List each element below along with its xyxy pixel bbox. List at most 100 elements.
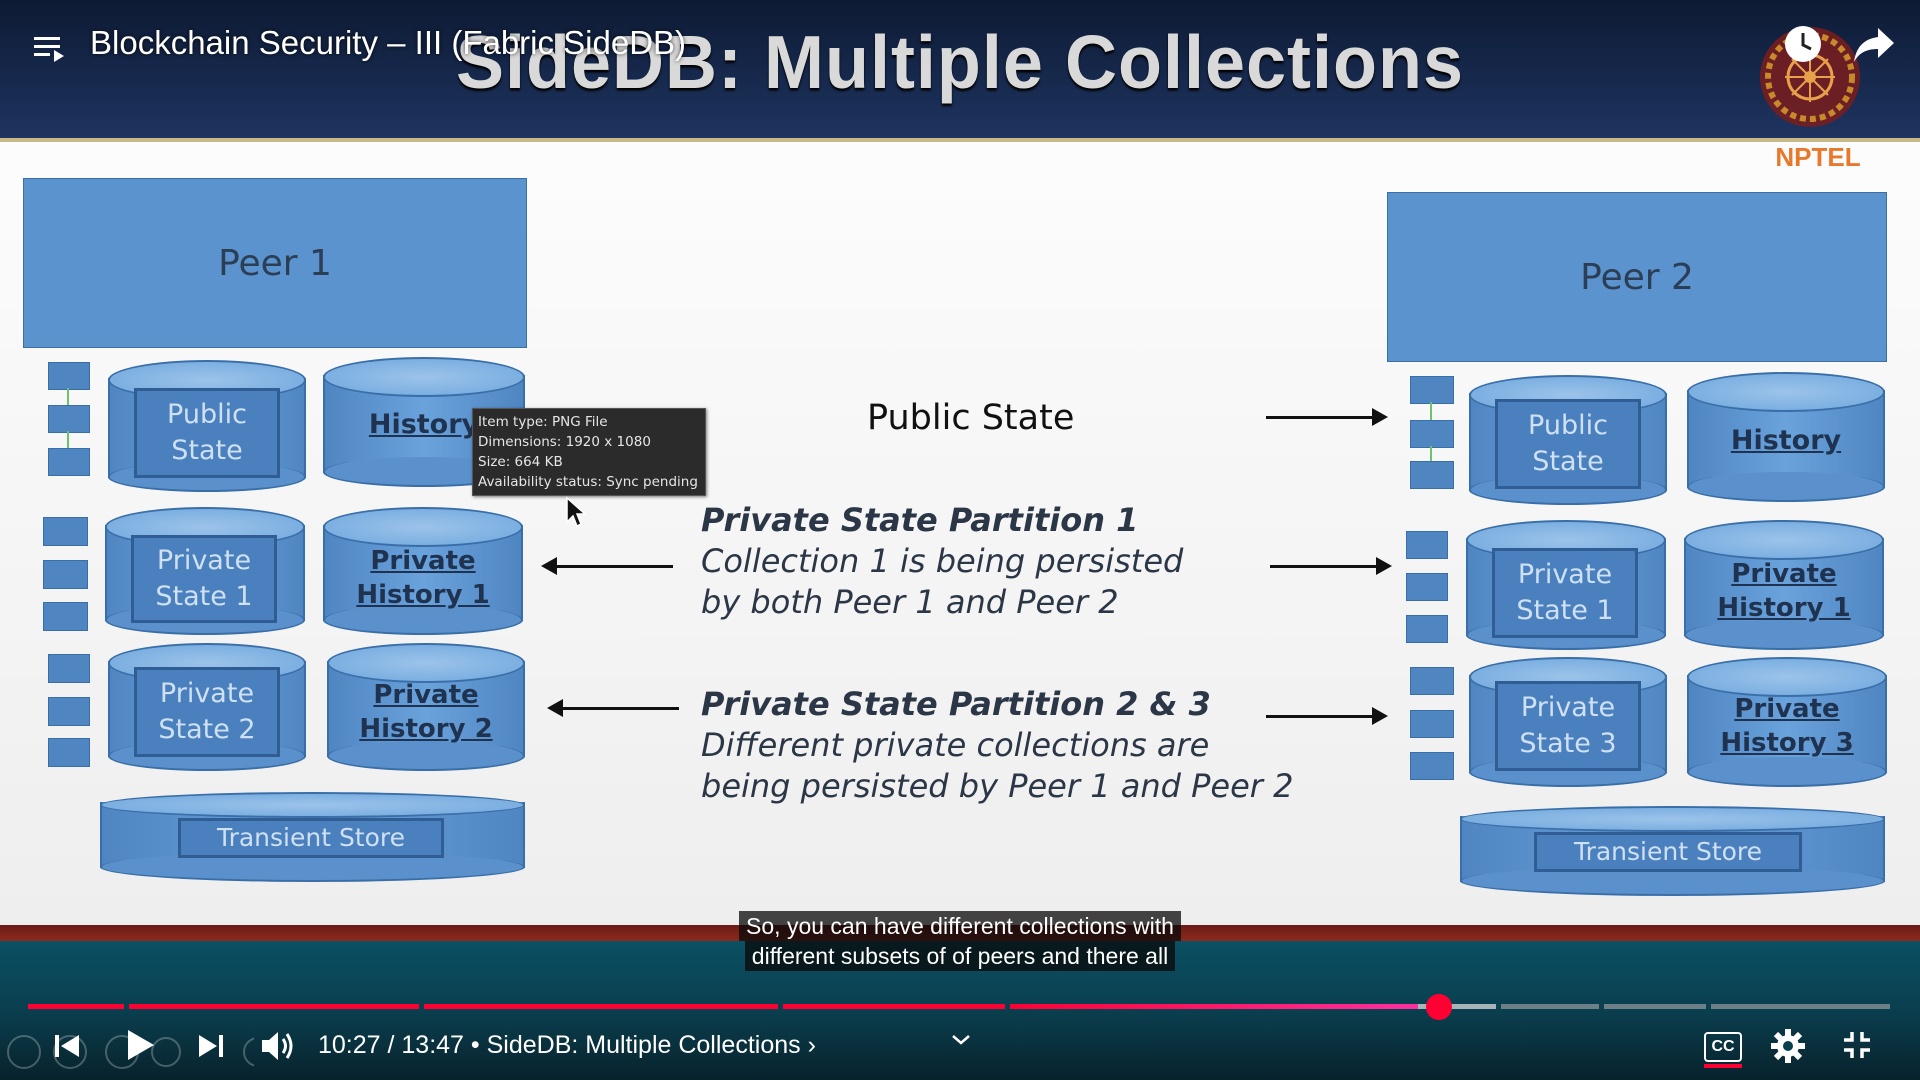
peer2-history-db: History [1687, 372, 1885, 502]
peer2-private-history-1-db: Private History 1 [1684, 520, 1884, 650]
public-state-caption: Public State [867, 398, 1075, 438]
peer1-private-state-2-db: Private State 2 [108, 643, 306, 771]
slide-frame: SideDB: Multiple Collections NPTEL Peer … [0, 0, 1920, 930]
volume-icon[interactable] [260, 1029, 296, 1063]
ledger-link [67, 431, 69, 448]
nptel-logo-label: NPTEL [1775, 142, 1861, 172]
chapter-segment[interactable] [783, 1004, 1005, 1009]
ledger-block [43, 517, 88, 546]
partition-23-heading: Private State Partition 2 & 3 [701, 685, 1211, 723]
ledger-block [48, 448, 90, 476]
peer1-transient-store-db: Transient Store [100, 792, 525, 882]
peer2-box: Peer 2 [1387, 192, 1887, 362]
ledger-block [1410, 420, 1454, 448]
peer1-transient-store-label: Transient Store [216, 823, 406, 853]
peer1-history-label: History [368, 409, 480, 441]
peer1-public-state-label: Public State [167, 398, 247, 466]
peer1-private-history-1-db: Private History 1 [323, 507, 523, 635]
chevron-down-icon[interactable] [950, 1032, 972, 1048]
chapter-segment[interactable] [1604, 1004, 1706, 1009]
peer2-private-state-1-label: Private State 1 [1516, 558, 1614, 626]
chapter-segment[interactable] [424, 1004, 778, 1009]
ledger-block [1406, 615, 1448, 643]
ledger-link [67, 388, 69, 405]
ledger-block [48, 654, 90, 683]
partition-1-text: Private State Partition 1 Collection 1 i… [701, 500, 1183, 623]
chapter-segment[interactable] [1418, 1004, 1496, 1009]
ledger-block [43, 560, 88, 589]
peer1-private-state-1-label: Private State 1 [155, 544, 253, 612]
partition-1-line1: Collection 1 is being persisted [701, 541, 1184, 580]
ledger-link [1430, 402, 1432, 420]
chapter-segment[interactable] [28, 1004, 124, 1009]
ledger-block [48, 405, 90, 433]
progress-scrubber[interactable] [1426, 994, 1452, 1020]
peer2-public-state-db: Public State [1469, 375, 1667, 505]
partition-1-heading: Private State Partition 1 [701, 501, 1139, 539]
share-arrow-icon[interactable] [1852, 26, 1896, 64]
arrow-left [547, 699, 679, 717]
ledger-block [1406, 531, 1448, 559]
ledger-block [1410, 461, 1454, 489]
nptel-logo [1760, 27, 1860, 127]
progress-bar[interactable] [28, 1004, 1890, 1009]
video-title[interactable]: Blockchain Security – III (Fabric SideDB… [90, 24, 687, 61]
partition-23-text: Private State Partition 2 & 3 Different … [701, 684, 1293, 807]
ledger-block [1410, 376, 1454, 404]
peer1-private-state-1-db: Private State 1 [105, 507, 305, 635]
peer1-label: Peer 1 [218, 242, 332, 284]
skip-next-icon[interactable] [196, 1031, 226, 1061]
peer2-transient-store-db: Transient Store [1460, 806, 1885, 896]
chapter-segment[interactable] [1010, 1004, 1418, 1009]
closed-captions-icon[interactable]: CC [1704, 1032, 1742, 1062]
peer2-private-state-3-db: Private State 3 [1469, 657, 1667, 787]
file-info-tooltip: Item type: PNG File Dimensions: 1920 x 1… [472, 408, 706, 496]
tooltip-size: Size: 664 KB [478, 454, 563, 470]
skip-previous-icon[interactable] [52, 1031, 82, 1061]
peer2-private-state-3-label: Private State 3 [1519, 691, 1617, 759]
peer1-box: Peer 1 [23, 178, 527, 348]
play-icon[interactable] [122, 1027, 158, 1063]
peer1-public-state-db: Public State [108, 360, 306, 492]
arrow-left [541, 557, 673, 575]
partition-23-line1: Different private collections are [701, 725, 1210, 764]
ledger-link [1430, 446, 1432, 461]
mouse-cursor-icon [566, 496, 587, 528]
ledger-block [48, 738, 90, 767]
tooltip-dimensions: Dimensions: 1920 x 1080 [478, 434, 651, 450]
peer2-private-state-1-db: Private State 1 [1466, 520, 1666, 650]
chapter-segment[interactable] [1501, 1004, 1599, 1009]
peer2-private-history-3-db: Private History 3 [1687, 657, 1887, 787]
playlist-menu-icon[interactable] [34, 32, 66, 64]
caption-line-1: So, you can have different collections w… [739, 911, 1181, 941]
arrow-right [1266, 408, 1388, 426]
arrow-right [1270, 557, 1392, 575]
exit-fullscreen-icon[interactable] [1842, 1030, 1872, 1060]
peer2-label: Peer 2 [1580, 256, 1694, 298]
chapter-segment[interactable] [1711, 1004, 1890, 1009]
peer1-private-history-1-label: Private History 1 [356, 546, 490, 610]
ledger-block [1410, 710, 1454, 738]
cc-label: CC [1711, 1038, 1735, 1055]
ledger-block [48, 697, 90, 726]
tooltip-item-type: Item type: PNG File [478, 414, 608, 430]
slide-title: SideDB: Multiple Collections [455, 21, 1465, 105]
arrow-right [1266, 707, 1388, 725]
ledger-block [1406, 573, 1448, 601]
peer2-transient-store-label: Transient Store [1573, 837, 1763, 867]
time-and-chapter[interactable]: 10:27 / 13:47 • SideDB: Multiple Collect… [318, 1031, 816, 1059]
gear-icon[interactable] [1769, 1027, 1807, 1065]
ledger-block [48, 362, 90, 390]
peer2-public-state-label: Public State [1528, 409, 1608, 477]
caption-line-2: different subsets of of peers and there … [744, 941, 1176, 971]
clock-icon[interactable] [1783, 24, 1823, 64]
player-top-bar: Blockchain Security – III (Fabric SideDB… [0, 0, 1920, 100]
partition-1-line2: by both Peer 1 and Peer 2 [701, 582, 1119, 621]
peer1-private-state-2-label: Private State 2 [158, 677, 256, 745]
cc-active-indicator [1704, 1064, 1742, 1068]
peer1-private-history-2-label: Private History 2 [359, 680, 493, 744]
chapter-segment[interactable] [129, 1004, 419, 1009]
ledger-block [1410, 667, 1454, 695]
partition-23-line2: being persisted by Peer 1 and Peer 2 [701, 766, 1294, 805]
